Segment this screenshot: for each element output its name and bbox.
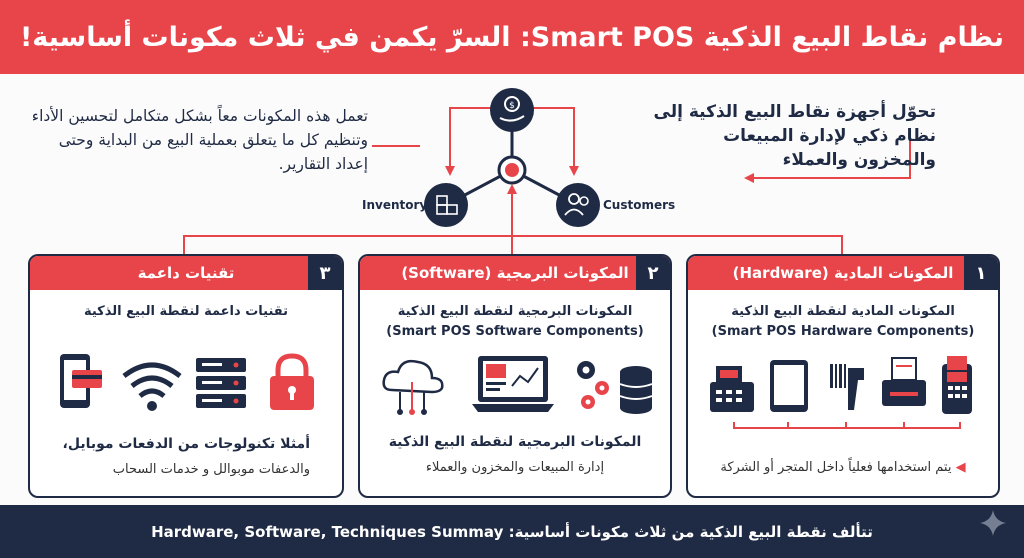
page-title: نظام نقاط البيع الذكية Smart POS: السرّ … [19,21,1005,53]
card-terminal-icon [942,356,972,414]
hardware-icons [688,352,998,429]
inventory-label: Inventory [362,198,428,212]
hardware-note: ◀ يتم استخدامها فعلياً داخل المتجر أو ال… [720,460,966,475]
card-subtitle: المكونات المادية لنقطة البيع الذكية (Sma… [688,302,998,342]
hardware-note-text: يتم استخدامها فعلياً داخل المتجر أو الشر… [720,460,952,475]
intro-right-text: تحوّل أجهزة نقاط البيع الذكية إلى نظام ذ… [653,102,936,170]
card-subtitle: المكونات البرمجية لنقطة البيع الذكية (Sm… [360,302,670,342]
cloud-icon [382,359,444,415]
gears-database-icon [577,361,653,414]
hardware-card-header: ١ المكونات المادية (Hardware) [688,256,998,290]
software-foot-text: إدارة المبيعات والمخزون والعملاء [425,460,605,475]
card-subtitle-line1: المكونات المادية لنقطة البيع الذكية [731,304,955,319]
software-card-header: ٢ المكونات البرمجية (Software) [360,256,670,290]
users-icon [556,183,600,227]
card-subtitle: تقنيات داعمة لنقطة البيع الذكية [30,302,342,322]
techniques-foot-title: أمثلا تكنولوجات من الدفعات موبايل، [62,436,310,452]
techniques-foot-text: والدعفات موبوالل و خدمات السحاب [112,462,310,477]
card-title: تقنيات داعمة [137,264,235,282]
card-subtitle-line1: المكونات البرمجية لنقطة البيع الذكية [397,304,633,319]
customers-label: Customers [603,198,676,212]
summary-footer: تتألف نقطة البيع الذكية من ثلاث مكونات أ… [0,505,1024,558]
card-number: ١ [964,256,998,290]
intro-left-text: تعمل هذه المكونات معاً بشكل متكامل لتحسي… [31,107,368,173]
svg-text:$: $ [509,101,515,111]
mobile-payment-icon [60,354,102,408]
money-hand-icon: $ [490,88,534,132]
software-foot-title: المكونات البرمجية لنقطة البيع الذكية [388,434,642,450]
laptop-dashboard-icon [472,356,554,412]
boxes-icon [424,183,468,227]
footer-text: تتألف نقطة البيع الذكية من ثلاث مكونات أ… [151,522,873,541]
hub-icon [497,155,527,185]
sparkle-icon [980,510,1006,536]
barcode-scanner-icon [830,364,864,410]
receipt-printer-icon [882,357,926,406]
card-subtitle-line1: تقنيات داعمة لنقطة البيع الذكية [83,304,289,319]
cash-register-icon [710,366,754,412]
techniques-card-header: ٣ تقنيات داعمة [30,256,342,290]
card-title: المكونات البرمجية (Software) [401,264,629,282]
card-subtitle-line2: (Smart POS Software Components) [386,324,644,339]
card-subtitle-line2: (Smart POS Hardware Components) [711,324,975,339]
software-icons [360,352,670,422]
hardware-card: ١ المكونات المادية (Hardware) المكونات ا… [686,254,1000,498]
card-number: ٣ [308,256,342,290]
card-title: المكونات المادية (Hardware) [732,264,954,282]
techniques-icons [30,352,342,422]
page-header: نظام نقاط البيع الذكية Smart POS: السرّ … [0,0,1024,74]
wifi-icon [122,362,182,411]
lock-icon [270,353,314,410]
card-number: ٢ [636,256,670,290]
techniques-card: ٣ تقنيات داعمة تقنيات داعمة لنقطة البيع … [28,254,344,498]
software-card: ٢ المكونات البرمجية (Software) المكونات … [358,254,672,498]
tablet-icon [770,360,808,412]
server-icon [196,358,246,408]
